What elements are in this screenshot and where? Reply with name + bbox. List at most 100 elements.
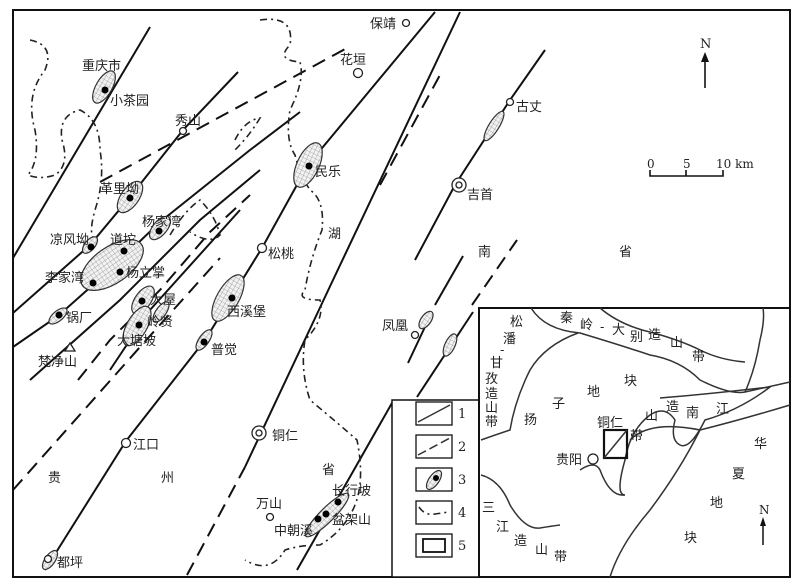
- inset-char: 别: [630, 330, 643, 345]
- deposit-points: [55, 86, 342, 523]
- province-char: 贵: [48, 471, 61, 486]
- inset-char: 甘: [490, 356, 503, 371]
- ore-body: [483, 110, 505, 142]
- inset-char: 岭: [580, 318, 593, 333]
- guiyang-marker: [587, 453, 599, 465]
- ore-body: [211, 274, 245, 322]
- label-tongren: 铜仁: [272, 429, 298, 444]
- inset-char: 造: [648, 328, 661, 343]
- label-daotuo: 道坨: [110, 232, 136, 248]
- legend: 1 2 3 4 5: [391, 399, 481, 578]
- north-arrow: N: [700, 37, 711, 88]
- label-yangjiawan: 杨家湾: [142, 214, 181, 230]
- inset-char: 秦: [560, 311, 573, 326]
- label-huayuan: 花垣: [340, 52, 366, 68]
- scale-tick-5: 5: [683, 157, 691, 171]
- inset-char: 地: [587, 385, 600, 400]
- label-zhongchaoxi: 中朝溪: [274, 524, 313, 539]
- province-labels: 湖 南 省 贵 州 省: [48, 227, 632, 486]
- province-char: 省: [619, 245, 632, 260]
- inset-char: 造: [666, 400, 679, 415]
- inset-char: 扬: [524, 413, 537, 428]
- label-guochang: 锅厂: [66, 310, 92, 326]
- town-markers: [43, 18, 515, 564]
- legend-swatch-boundary: [415, 500, 453, 525]
- scale-bar: 0 5 10 km: [647, 157, 754, 177]
- label-penjiashan: 盆架山: [332, 513, 371, 528]
- inset-char: 江: [716, 402, 729, 417]
- inset-char: 山: [485, 401, 498, 416]
- inset-char: 南: [686, 405, 699, 421]
- label-liangfengao: 凉风坳: [50, 233, 89, 248]
- label-jiangkou: 江口: [133, 438, 159, 453]
- inset-map: 铜仁 贵阳 松 潘 - 甘 孜 造 山 带 秦 岭 - 大 别 造 山 带 块 …: [478, 307, 791, 578]
- legend-swatch-study-area: [415, 533, 453, 558]
- inset-char: 山: [645, 409, 658, 424]
- label-lingxian: 岭贤: [147, 315, 173, 330]
- label-songtao: 松桃: [268, 247, 294, 262]
- inset-north-label: N: [759, 503, 770, 517]
- label-lijiawan: 李家湾: [45, 270, 84, 286]
- inset-char: 造: [514, 534, 527, 549]
- inset-char: 夏: [732, 467, 745, 482]
- label-yanglizhang: 杨立掌: [126, 266, 165, 281]
- province-char: 省: [322, 463, 335, 478]
- inset-char: 山: [670, 336, 683, 351]
- inset-label-guiyang: 贵阳: [556, 453, 582, 468]
- inset-char: 华: [754, 437, 767, 452]
- label-chongqingshi: 重庆市: [82, 58, 121, 74]
- inset-char: 造: [485, 387, 498, 402]
- label-pujue: 普觉: [211, 343, 237, 358]
- study-area-box: [602, 428, 629, 460]
- inset-char: 松: [510, 315, 523, 330]
- inset-char: 山: [535, 543, 548, 558]
- inset-char: 块: [624, 374, 637, 389]
- legend-label-5: 5: [458, 539, 466, 554]
- inset-char: 带: [554, 550, 567, 565]
- inset-char: 三: [482, 501, 495, 516]
- inset-north-arrow: N: [759, 503, 770, 545]
- label-wanshan: 万山: [256, 497, 282, 512]
- ore-body: [418, 310, 434, 330]
- province-char: 南: [478, 244, 491, 260]
- label-changxingpo: 长行坡: [332, 484, 371, 499]
- ore-body: [152, 301, 170, 323]
- label-jishou: 吉首: [467, 188, 493, 203]
- inset-char: 江: [496, 520, 509, 535]
- place-labels: 保靖 花垣 重庆市 小茶园 秀山 民乐 古丈 吉首 革里坳 杨家湾 凉风坳 道坨…: [38, 17, 542, 571]
- inset-char: 地: [710, 496, 723, 511]
- label-geliao: 革里坳: [100, 182, 139, 197]
- label-fenghuang: 凤凰: [382, 319, 408, 334]
- inset-label-tongren: 铜仁: [597, 416, 623, 431]
- legend-label-4: 4: [458, 506, 466, 521]
- label-fanjingshan: 梵净山: [38, 355, 77, 370]
- label-guzhang: 古丈: [516, 100, 542, 115]
- inset-char: -: [600, 320, 604, 335]
- ore-body: [442, 333, 458, 357]
- province-boundary: [26, 18, 362, 567]
- label-xiaochayuan: 小茶园: [110, 93, 149, 109]
- north-label: N: [700, 37, 711, 52]
- inset-char: -: [500, 343, 504, 358]
- label-minle: 民乐: [315, 165, 341, 180]
- label-duping: 都坪: [57, 556, 83, 571]
- ore-body: [80, 239, 144, 291]
- scale-tick-10: 10 km: [716, 157, 754, 171]
- inset-char: 带: [692, 350, 705, 365]
- inset-char: 孜: [485, 372, 498, 387]
- inset-char: 大: [612, 323, 625, 338]
- inset-char: 子: [552, 397, 565, 412]
- province-char: 州: [161, 471, 174, 486]
- inset-char: 带: [630, 429, 643, 444]
- label-baojing: 保靖: [370, 17, 396, 32]
- legend-label-2: 2: [458, 440, 466, 455]
- label-xixibao: 西溪堡: [227, 304, 266, 320]
- label-dawu: 大屋: [150, 293, 176, 308]
- inset-char: 块: [684, 531, 697, 546]
- province-char: 湖: [328, 227, 341, 242]
- scale-tick-0: 0: [647, 157, 655, 171]
- legend-label-1: 1: [458, 407, 466, 422]
- label-datangpo: 大塘坡: [117, 333, 156, 349]
- label-xiushan: 秀山: [175, 114, 201, 129]
